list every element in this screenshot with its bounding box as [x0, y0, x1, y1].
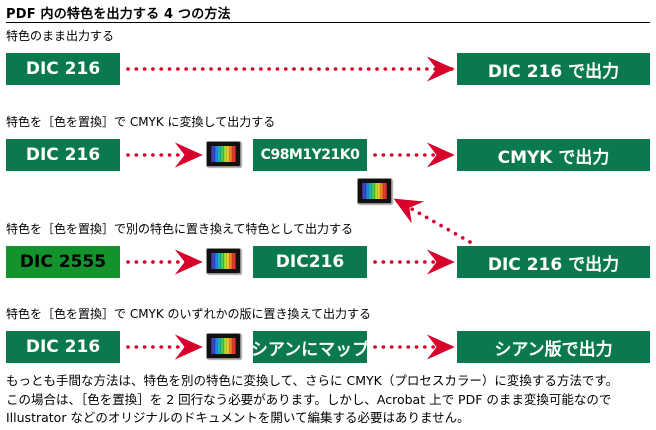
replace-color-swatch-icon: [206, 333, 241, 359]
page-title: PDF 内の特色を出力する 4 つの方法: [6, 7, 231, 22]
paragraph-line: Illustrator などのオリジナルのドキュメントを開いて編集する必要はあり…: [6, 410, 470, 425]
replace-color-swatch-icon: [206, 248, 241, 274]
row-2-caption: 特色を［色を置換］で CMYK に変換して出力する: [6, 115, 276, 129]
replace-color-swatch-icon: [206, 141, 241, 167]
row-1-result-box: DIC 216 で出力: [457, 53, 650, 85]
row-3-result-box: DIC 216 で出力: [457, 246, 650, 278]
row-4-result-box: シアン版で出力: [457, 331, 650, 363]
replace-color-swatch-icon: [357, 178, 392, 204]
row-1-source-box: DIC 216: [6, 53, 120, 85]
row-3-caption: 特色を［色を置換］で別の特色に置き換えて特色として出力する: [6, 222, 354, 236]
row-4-intermediate-box: シアンにマップ: [251, 331, 369, 363]
row-2-intermediate-box: C98M1Y21K0: [253, 139, 367, 171]
row-1-caption: 特色のまま出力する: [6, 29, 115, 43]
row-4-caption: 特色を［色を置換］で CMYK のいずれかの版に置き換えて出力する: [6, 307, 371, 321]
row-3-source-box: DIC 2555: [6, 246, 120, 278]
row-3-intermediate-box: DIC216: [253, 246, 367, 278]
paragraph-line: この場合は、［色を置換］を 2 回行なう必要があります。しかし、Acrobat …: [6, 391, 612, 407]
title-divider: [6, 22, 650, 23]
arrow-diagonal: [393, 198, 472, 244]
row-2-result-box: CMYK で出力: [457, 139, 650, 171]
explanation-paragraph: もっとも手間な方法は、特色を別の特色に変換して、さらに CMYK（プロセスカラー…: [6, 372, 654, 428]
row-4-source-box: DIC 216: [6, 331, 120, 363]
paragraph-line: もっとも手間な方法は、特色を別の特色に変換して、さらに CMYK（プロセスカラー…: [6, 373, 619, 388]
row-2-source-box: DIC 216: [6, 139, 120, 171]
